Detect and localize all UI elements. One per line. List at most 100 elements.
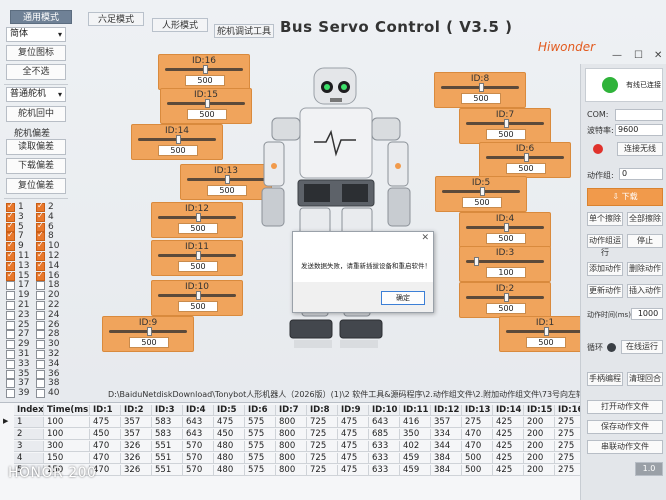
servo-checkbox[interactable] [6, 281, 15, 291]
table-cell[interactable]: 570 [183, 441, 214, 452]
table-cell[interactable]: 551 [152, 441, 183, 452]
table-cell[interactable]: 470 [462, 441, 493, 452]
stop-button[interactable]: 停止 [627, 234, 663, 248]
servo-value-input[interactable]: 500 [178, 301, 218, 312]
com-select[interactable] [615, 109, 663, 121]
table-cell[interactable]: 402 [400, 441, 431, 452]
servo-checkbox[interactable] [6, 291, 15, 301]
servo-checkbox[interactable] [36, 291, 45, 301]
servo-slider-handle[interactable] [503, 293, 509, 302]
servo-slider-handle[interactable] [224, 175, 230, 184]
minimize-icon[interactable]: — [612, 50, 622, 61]
table-cell[interactable]: 5 [14, 465, 44, 476]
table-cell[interactable]: 326 [121, 453, 152, 464]
erase-all-button[interactable]: 全部擦除 [627, 212, 663, 226]
loop-toggle[interactable] [607, 343, 616, 352]
download-deviation-button[interactable]: 下载偏差 [6, 158, 66, 174]
save-action-file-button[interactable]: 保存动作文件 [587, 420, 663, 434]
servo-slider-handle[interactable] [175, 135, 181, 144]
insert-action-button[interactable]: 插入动作 [627, 284, 663, 298]
time-input[interactable]: 1000 [631, 308, 663, 320]
table-cell[interactable]: 459 [400, 453, 431, 464]
servo-checkbox[interactable] [36, 330, 45, 340]
table-cell[interactable]: 150 [44, 465, 90, 476]
table-cell[interactable]: 800 [276, 441, 307, 452]
table-cell[interactable]: 100 [44, 429, 90, 440]
servo-value-input[interactable]: 500 [461, 93, 501, 104]
servo-slider-handle[interactable] [146, 327, 152, 336]
servo-checkbox[interactable] [6, 301, 15, 310]
servo-slider-track[interactable] [466, 260, 544, 263]
table-cell[interactable]: 575 [245, 465, 276, 476]
servo-checkbox[interactable] [6, 310, 15, 320]
download-button[interactable]: ⇩ 下载 [587, 188, 663, 206]
table-cell[interactable]: 4 [14, 453, 44, 464]
servo-slider-handle[interactable] [195, 291, 201, 300]
table-cell[interactable]: 326 [121, 441, 152, 452]
servo-value-input[interactable]: 500 [158, 145, 198, 156]
table-cell[interactable]: 200 [524, 465, 555, 476]
table-cell[interactable]: 470 [462, 429, 493, 440]
table-cell[interactable]: 425 [493, 453, 524, 464]
clear-button[interactable]: 清理回合 [627, 372, 663, 386]
servo-slider-handle[interactable] [195, 213, 201, 222]
table-cell[interactable]: 575 [245, 453, 276, 464]
table-cell[interactable]: 275 [462, 417, 493, 428]
table-cell[interactable]: 643 [183, 417, 214, 428]
baud-select[interactable]: 9600 [615, 124, 663, 136]
servo-slider-handle[interactable] [503, 119, 509, 128]
table-cell[interactable]: 275 [555, 441, 580, 452]
table-cell[interactable]: 416 [400, 417, 431, 428]
language-select[interactable]: 简体▾ [6, 27, 66, 42]
table-cell[interactable]: 100 [44, 417, 90, 428]
table-cell[interactable]: 725 [307, 417, 338, 428]
servo-checkbox[interactable] [36, 350, 45, 359]
select-none-button[interactable]: 全不选 [6, 64, 66, 80]
group-select[interactable]: 0 [619, 168, 663, 180]
add-action-button[interactable]: 添加动作 [587, 262, 623, 276]
dialog-close-icon[interactable]: ✕ [421, 233, 429, 243]
table-cell[interactable]: 450 [214, 429, 245, 440]
extra-button[interactable]: 1.0 [635, 462, 663, 476]
table-cell[interactable]: 685 [369, 429, 400, 440]
table-cell[interactable]: 3 [14, 441, 44, 452]
servo-checkbox[interactable] [6, 379, 15, 389]
table-cell[interactable]: 200 [524, 453, 555, 464]
table-cell[interactable]: 643 [183, 429, 214, 440]
table-cell[interactable]: 551 [152, 465, 183, 476]
table-cell[interactable]: 475 [214, 417, 245, 428]
table-cell[interactable]: 425 [493, 441, 524, 452]
gamepad-program-button[interactable]: 手柄编程 [587, 372, 623, 386]
table-cell[interactable]: 475 [338, 465, 369, 476]
table-cell[interactable]: 575 [245, 441, 276, 452]
servo-value-input[interactable]: 500 [486, 233, 526, 244]
table-cell[interactable]: 725 [307, 465, 338, 476]
servo-checkbox[interactable] [36, 340, 45, 350]
servo-slider-handle[interactable] [523, 153, 529, 162]
table-cell[interactable]: 300 [44, 441, 90, 452]
table-cell[interactable]: 800 [276, 429, 307, 440]
erase-one-button[interactable]: 单个擦除 [587, 212, 623, 226]
table-cell[interactable]: 275 [555, 417, 580, 428]
table-cell[interactable]: 470 [90, 441, 121, 452]
servo-value-input[interactable]: 100 [486, 267, 526, 278]
table-cell[interactable]: 800 [276, 453, 307, 464]
table-cell[interactable]: 633 [369, 465, 400, 476]
table-cell[interactable]: 800 [276, 417, 307, 428]
servo-checkbox[interactable] [6, 330, 15, 340]
servo-checkbox[interactable] [36, 281, 45, 291]
online-run-button[interactable]: 在线运行 [621, 340, 663, 354]
table-cell[interactable]: 480 [214, 441, 245, 452]
servo-slider-handle[interactable] [473, 257, 479, 266]
table-cell[interactable]: 357 [121, 429, 152, 440]
servo-checkbox[interactable] [6, 270, 15, 281]
tab-servo-debug[interactable]: 舵机调试工具 [214, 24, 274, 38]
read-deviation-button[interactable]: 读取偏差 [6, 139, 66, 155]
table-cell[interactable]: 275 [555, 429, 580, 440]
maximize-icon[interactable]: ☐ [634, 50, 643, 61]
table-cell[interactable]: 475 [90, 417, 121, 428]
servo-value-input[interactable]: 500 [178, 223, 218, 234]
table-cell[interactable]: 350 [400, 429, 431, 440]
table-cell[interactable]: 470 [90, 453, 121, 464]
table-cell[interactable]: 800 [276, 465, 307, 476]
